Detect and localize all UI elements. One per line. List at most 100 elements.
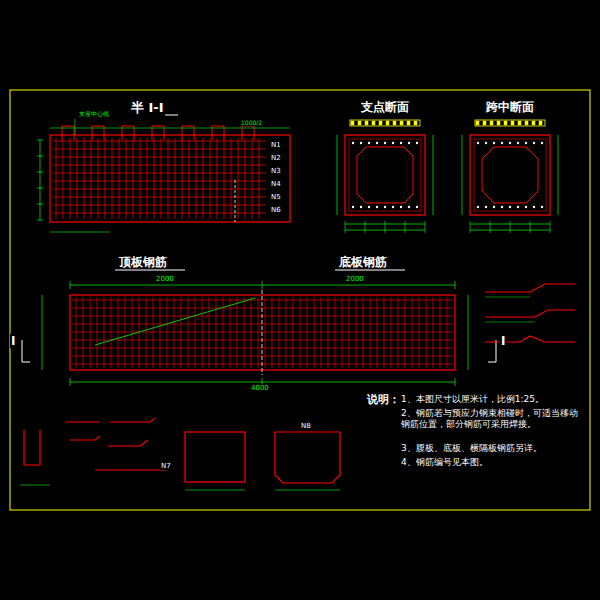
drawn-line [293, 297, 294, 368]
drawn-line [202, 297, 203, 368]
drawn-polyline [24, 430, 40, 465]
drawn-line [419, 297, 420, 368]
drawn-polyline [485, 336, 575, 342]
rebar-dot [477, 142, 479, 144]
drawn-line [20, 485, 50, 486]
drawn-line [97, 297, 98, 368]
drawn-line [70, 285, 455, 286]
drawn-line [485, 297, 530, 298]
drawn-line [252, 138, 253, 219]
rebar-dot [360, 206, 362, 208]
drawn-line [265, 297, 266, 368]
drawn-line [391, 297, 392, 368]
drawn-line [365, 221, 366, 233]
drawn-line [53, 157, 266, 158]
drawn-line [188, 297, 189, 368]
drawn-line [140, 138, 141, 219]
note-text: 1、本图尺寸以厘米计，比例1:25。 [400, 394, 587, 405]
drawn-line [307, 297, 308, 368]
drawn-rect [350, 120, 420, 126]
drawn-line [182, 138, 183, 219]
drawn-rect [70, 295, 455, 370]
note-text: 4、钢筋编号见本图。 [400, 457, 587, 468]
drawn-line [412, 297, 413, 368]
drawn-line [37, 188, 43, 189]
bar-detail [20, 418, 340, 490]
drawn-line [83, 297, 84, 368]
drawn-line [53, 165, 266, 166]
drawn-polyline [482, 147, 538, 203]
dimension-text: 2000 [345, 275, 365, 283]
drawn-rect [407, 121, 410, 125]
drawn-line [433, 297, 434, 368]
drawn-line [425, 221, 426, 233]
drawn-line [262, 290, 263, 375]
drawn-line [235, 180, 236, 222]
drawn-polyline [70, 436, 100, 440]
drawn-rect [372, 121, 375, 125]
drawn-line [356, 297, 357, 368]
drawn-rect [470, 135, 550, 215]
view-title: 底板钢筋 [338, 255, 388, 269]
rebar-dot [509, 142, 511, 144]
callout-label: N8 [300, 422, 312, 430]
rebar-dot [376, 206, 378, 208]
rebar-dot [517, 206, 519, 208]
rebar-dot [533, 142, 535, 144]
drawn-line [490, 221, 491, 233]
rebar-dot [416, 206, 418, 208]
drawn-rect [365, 121, 368, 125]
drawn-line [112, 138, 113, 219]
drawn-line [550, 221, 551, 233]
drawn-rect [539, 121, 542, 125]
drawn-rect [475, 120, 545, 126]
drawn-line [203, 138, 204, 219]
drawn-line [245, 138, 246, 219]
callout-label: N3 [270, 167, 282, 175]
dimension-text: 2000 [155, 275, 175, 283]
rebar-dot [384, 206, 386, 208]
drawn-line [53, 189, 266, 190]
drawn-polyline [108, 440, 148, 446]
cross-section [337, 120, 433, 233]
rebar-dot [376, 142, 378, 144]
drawn-polyline [95, 469, 165, 470]
drawn-line [195, 297, 196, 368]
drawn-line [440, 297, 441, 368]
drawn-rect [490, 121, 493, 125]
drawn-line [224, 138, 225, 219]
drawn-line [335, 270, 405, 271]
drawn-line [70, 138, 71, 219]
drawn-line [161, 138, 162, 219]
drawn-line [37, 172, 43, 173]
rebar-dot [541, 206, 543, 208]
drawn-line [510, 221, 511, 233]
rebar-dot [493, 142, 495, 144]
drawn-line [104, 297, 105, 368]
drawn-line [470, 221, 471, 233]
drawn-line [275, 490, 340, 491]
drawn-line [76, 297, 77, 368]
dimension-text: 4000 [250, 384, 270, 392]
rebar-dot [501, 142, 503, 144]
drawn-line [37, 156, 43, 157]
drawn-line [40, 140, 41, 220]
drawn-line [230, 297, 231, 368]
rebar-dot [392, 142, 394, 144]
drawn-line [146, 297, 147, 368]
drawn-line [72, 348, 453, 349]
rebar-dot [400, 206, 402, 208]
drawn-line [530, 221, 531, 233]
rebar-dot [352, 206, 354, 208]
callout-label: N6 [270, 206, 282, 214]
rebar-dot [517, 142, 519, 144]
drawn-line [167, 297, 168, 368]
drawn-line [558, 135, 559, 215]
drawn-line [259, 138, 260, 219]
rebar-dot [525, 142, 527, 144]
dimension-text: 1000/2 [240, 119, 263, 126]
drawn-rect [345, 135, 425, 215]
rebar-dot [360, 142, 362, 144]
drawn-line [462, 135, 463, 215]
